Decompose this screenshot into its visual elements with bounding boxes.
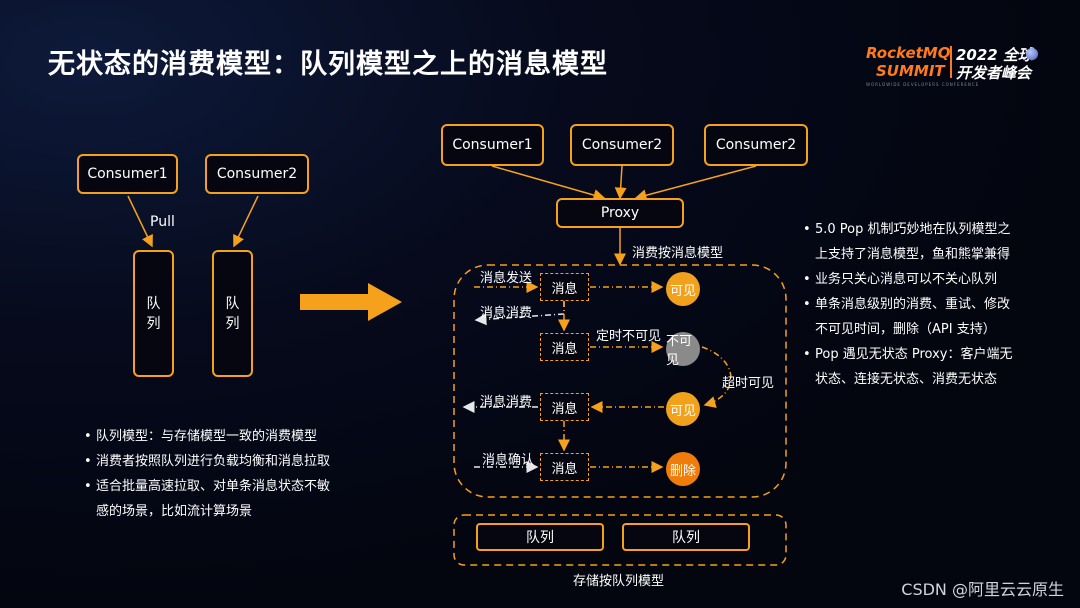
big-right-arrow [300, 283, 402, 321]
watermark: CSDN @阿里云云原生 [901, 580, 1064, 599]
right-consumer2-box: Consumer2 [570, 124, 674, 166]
bullet-continuation: 状态、连接无状态、消费无状态 [815, 372, 998, 387]
logo-separator [950, 46, 952, 78]
rocketmq-summit-logo: RocketMQ SUMMIT 2022 全球 开发者峰会 WORLDWIDE … [866, 44, 1046, 88]
pull-arrow-2 [233, 195, 259, 248]
visible-circle-1: 可见 [666, 272, 700, 306]
storage-queue2-box: 队列 [622, 523, 750, 551]
msg-send-label: 消息发送 [480, 271, 533, 286]
page-title: 无状态的消费模型：队列模型之上的消息模型 [48, 49, 608, 80]
queue-char: 列 [225, 315, 240, 332]
bullet-continuation: 不可见时间，删除（API 支持） [815, 322, 996, 337]
bullet-continuation: 上支持了消息模型，鱼和熊掌兼得 [815, 247, 1011, 262]
msg-consume-label-2: 消息消费 [480, 395, 533, 410]
logo-year: 2022 全球 [956, 46, 1033, 64]
left-bullet-list: 队列模型：与存储模型一致的消费模型 消费者按照队列进行负载均衡和消息拉取 适合批… [84, 424, 330, 524]
bullet-continuation: 感的场景，比如流计算场景 [96, 504, 253, 519]
bullet-item: Pop 遇见无状态 Proxy：客户端无 [803, 342, 1012, 367]
queue-char: 队 [225, 295, 240, 312]
timer-invisible-label: 定时不可见 [596, 329, 662, 344]
storage-queue1-box: 队列 [476, 523, 604, 551]
storage-container [453, 514, 787, 566]
msg-consume-label-1: 消息消费 [480, 306, 533, 321]
left-consumer1-box: Consumer1 [77, 154, 178, 194]
bullet-item: 消费者按照队列进行负载均衡和消息拉取 [84, 449, 330, 474]
visible-circle-2: 可见 [666, 392, 700, 426]
right-consumer3-box: Consumer2 [704, 124, 808, 166]
msg-ack-label: 消息确认 [482, 453, 535, 468]
bullet-item: 队列模型：与存储模型一致的消费模型 [84, 424, 330, 449]
left-consumer2-box: Consumer2 [205, 154, 309, 194]
bullet-item: 适合批量高速拉取、对单条消息状态不敏 [84, 474, 330, 499]
storage-model-label: 存储按队列模型 [573, 574, 665, 589]
invisible-circle: 不可见 [666, 332, 700, 368]
bullet-item: 5.0 Pop 机制巧妙地在队列模型之 [803, 217, 1012, 242]
delete-circle: 删除 [666, 452, 700, 486]
proxy-model-label: 消费按消息模型 [632, 246, 724, 261]
pull-arrow-1 [127, 195, 153, 248]
pull-label: Pull [150, 214, 175, 230]
queue-char: 队 [146, 295, 161, 312]
logo-brand: RocketMQ [866, 44, 951, 62]
right-consumer1-box: Consumer1 [441, 124, 544, 166]
left-queue1-box: 队 列 [133, 250, 174, 377]
bullet-item: 业务只关心消息可以不关心队列 [803, 267, 1012, 292]
message-box-3: 消息 [540, 393, 589, 421]
proxy-box: Proxy [556, 198, 684, 228]
left-queue2-box: 队 列 [212, 250, 253, 377]
right-bullet-list: 5.0 Pop 机制巧妙地在队列模型之 上支持了消息模型，鱼和熊掌兼得 业务只关… [803, 217, 1012, 392]
logo-event: SUMMIT [876, 62, 945, 80]
message-box-1: 消息 [540, 273, 589, 301]
queue-char: 列 [146, 315, 161, 332]
message-box-2: 消息 [540, 333, 589, 361]
timeout-visible-label: 超时可见 [722, 376, 775, 391]
logo-subtitle: 开发者峰会 [956, 64, 1032, 82]
message-model-container [453, 264, 787, 498]
planet-icon [1026, 48, 1038, 60]
logo-tagline: WORLDWIDE DEVELOPERS CONFERENCE [866, 82, 980, 87]
bullet-item: 单条消息级别的消费、重试、修改 [803, 292, 1012, 317]
message-box-4: 消息 [540, 453, 589, 481]
